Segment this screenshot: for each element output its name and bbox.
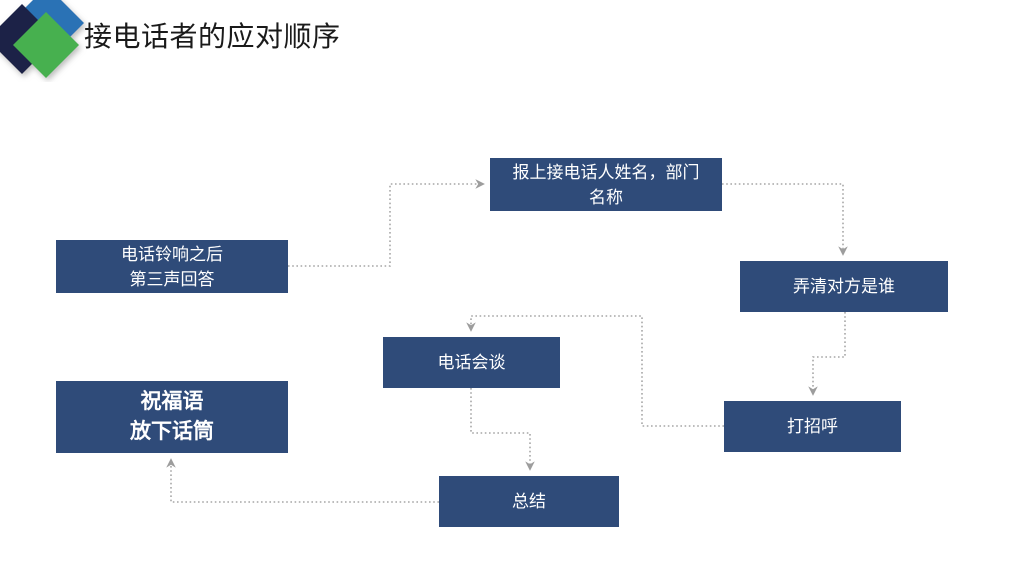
edge-summary-to-closing [166,458,439,503]
logo-diamond-green [13,12,79,78]
flow-node-closing[interactable]: 祝福语 放下话筒 [56,381,288,453]
edge-ring-to-announce [288,179,485,267]
flow-node-identify[interactable]: 弄清对方是谁 [740,261,948,312]
flow-node-talk[interactable]: 电话会谈 [383,337,560,388]
edge-identify-to-greet [808,312,846,396]
edge-talk-to-summary [470,388,535,471]
page-title: 接电话者的应对顺序 [84,21,341,52]
flow-node-summary[interactable]: 总结 [439,476,619,527]
flow-node-announce[interactable]: 报上接电话人姓名，部门 名称 [490,158,722,211]
edge-announce-to-identify [722,183,848,256]
company-diamond-logo [0,0,88,82]
flow-node-ring[interactable]: 电话铃响之后 第三声回答 [56,240,288,293]
flow-node-greet[interactable]: 打招呼 [724,401,901,452]
edge-greet-to-talk [466,315,724,427]
slide-header: 接电话者的应对顺序 [0,0,1024,88]
